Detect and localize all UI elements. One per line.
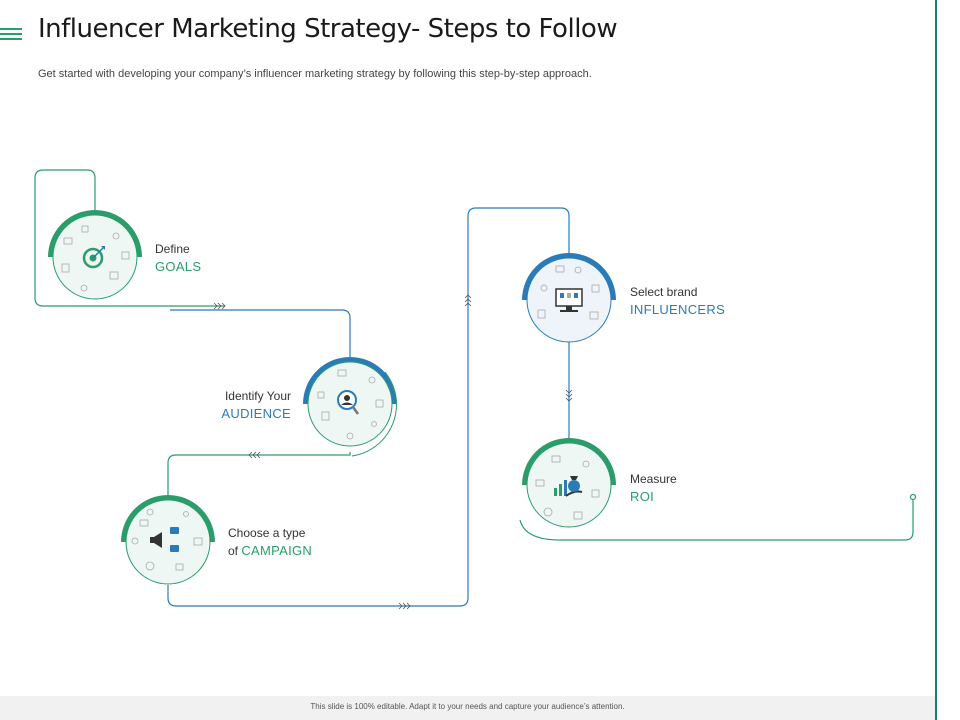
magnifier-user-icon bbox=[337, 390, 360, 415]
outer-ring bbox=[351, 371, 397, 457]
step-roi-label: Measure ROI bbox=[630, 472, 677, 504]
strategy-flow-diagram bbox=[34, 169, 917, 610]
monitor-icon bbox=[555, 288, 583, 312]
connector-roi-end bbox=[519, 497, 914, 541]
decorative-mini-icons bbox=[131, 508, 203, 571]
chevron-up-icon bbox=[464, 294, 472, 307]
growth-chart-money-icon bbox=[554, 476, 583, 497]
progress-arc bbox=[121, 495, 215, 543]
step-goals-node bbox=[48, 210, 142, 300]
connector-goals-loop bbox=[34, 169, 225, 307]
chevron-right-icon bbox=[213, 302, 226, 310]
chevron-right-icon bbox=[398, 602, 411, 610]
connector-audience-campaign bbox=[167, 452, 351, 500]
connector-end-dot bbox=[909, 493, 917, 501]
footer-bar bbox=[0, 696, 935, 720]
decorative-mini-icons bbox=[317, 369, 384, 440]
footer-note: This slide is 100% editable. Adapt it to… bbox=[310, 702, 625, 711]
step-audience-node bbox=[303, 357, 397, 457]
progress-arc bbox=[303, 357, 397, 405]
decorative-mini-icons bbox=[535, 455, 600, 520]
connector-goals-audience bbox=[170, 309, 351, 360]
chevron-down-icon bbox=[565, 389, 573, 402]
chevron-left-icon bbox=[248, 451, 261, 459]
progress-arc bbox=[48, 210, 142, 258]
step-goals-label: Define GOALS bbox=[155, 242, 202, 274]
megaphone-icon bbox=[150, 527, 179, 552]
target-icon bbox=[82, 246, 105, 269]
right-border-rule bbox=[935, 0, 937, 720]
menu-icon[interactable] bbox=[0, 28, 22, 40]
step-audience-label: Identify Your AUDIENCE bbox=[221, 389, 291, 421]
chevron-markers bbox=[213, 294, 573, 610]
step-campaign-node bbox=[121, 495, 215, 585]
progress-arc bbox=[522, 253, 616, 301]
step-influencers-label: Select brand INFLUENCERS bbox=[630, 285, 726, 317]
step-campaign-label: Choose a type of CAMPAIGN bbox=[228, 526, 313, 558]
progress-arc bbox=[522, 438, 616, 486]
decorative-mini-icons bbox=[61, 225, 130, 292]
page-subtitle: Get started with developing your company… bbox=[38, 68, 592, 80]
page-title: Influencer Marketing Strategy- Steps to … bbox=[38, 14, 618, 44]
connector-campaign-influencers bbox=[167, 207, 570, 607]
decorative-mini-icons bbox=[537, 265, 600, 320]
step-roi-node bbox=[522, 438, 616, 528]
step-influencers-node bbox=[522, 253, 616, 343]
connector-lines bbox=[34, 169, 917, 607]
